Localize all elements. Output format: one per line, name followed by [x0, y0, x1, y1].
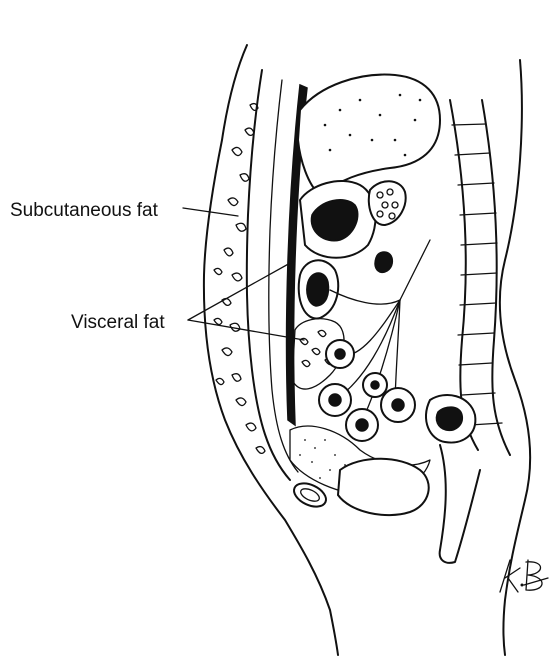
small-intestine-loops	[319, 340, 415, 441]
liver	[298, 75, 440, 195]
label-subcutaneous-fat: Subcutaneous fat	[10, 200, 159, 221]
label-visceral-fat: Visceral fat	[71, 312, 165, 333]
rectum	[440, 445, 480, 563]
duodenum-lumen	[375, 252, 392, 272]
bladder	[338, 459, 429, 515]
pubic-bone	[290, 479, 329, 511]
colon-lumen	[307, 273, 329, 306]
posterior-skin-outline	[500, 60, 530, 655]
sigmoid-lumen	[436, 407, 462, 430]
